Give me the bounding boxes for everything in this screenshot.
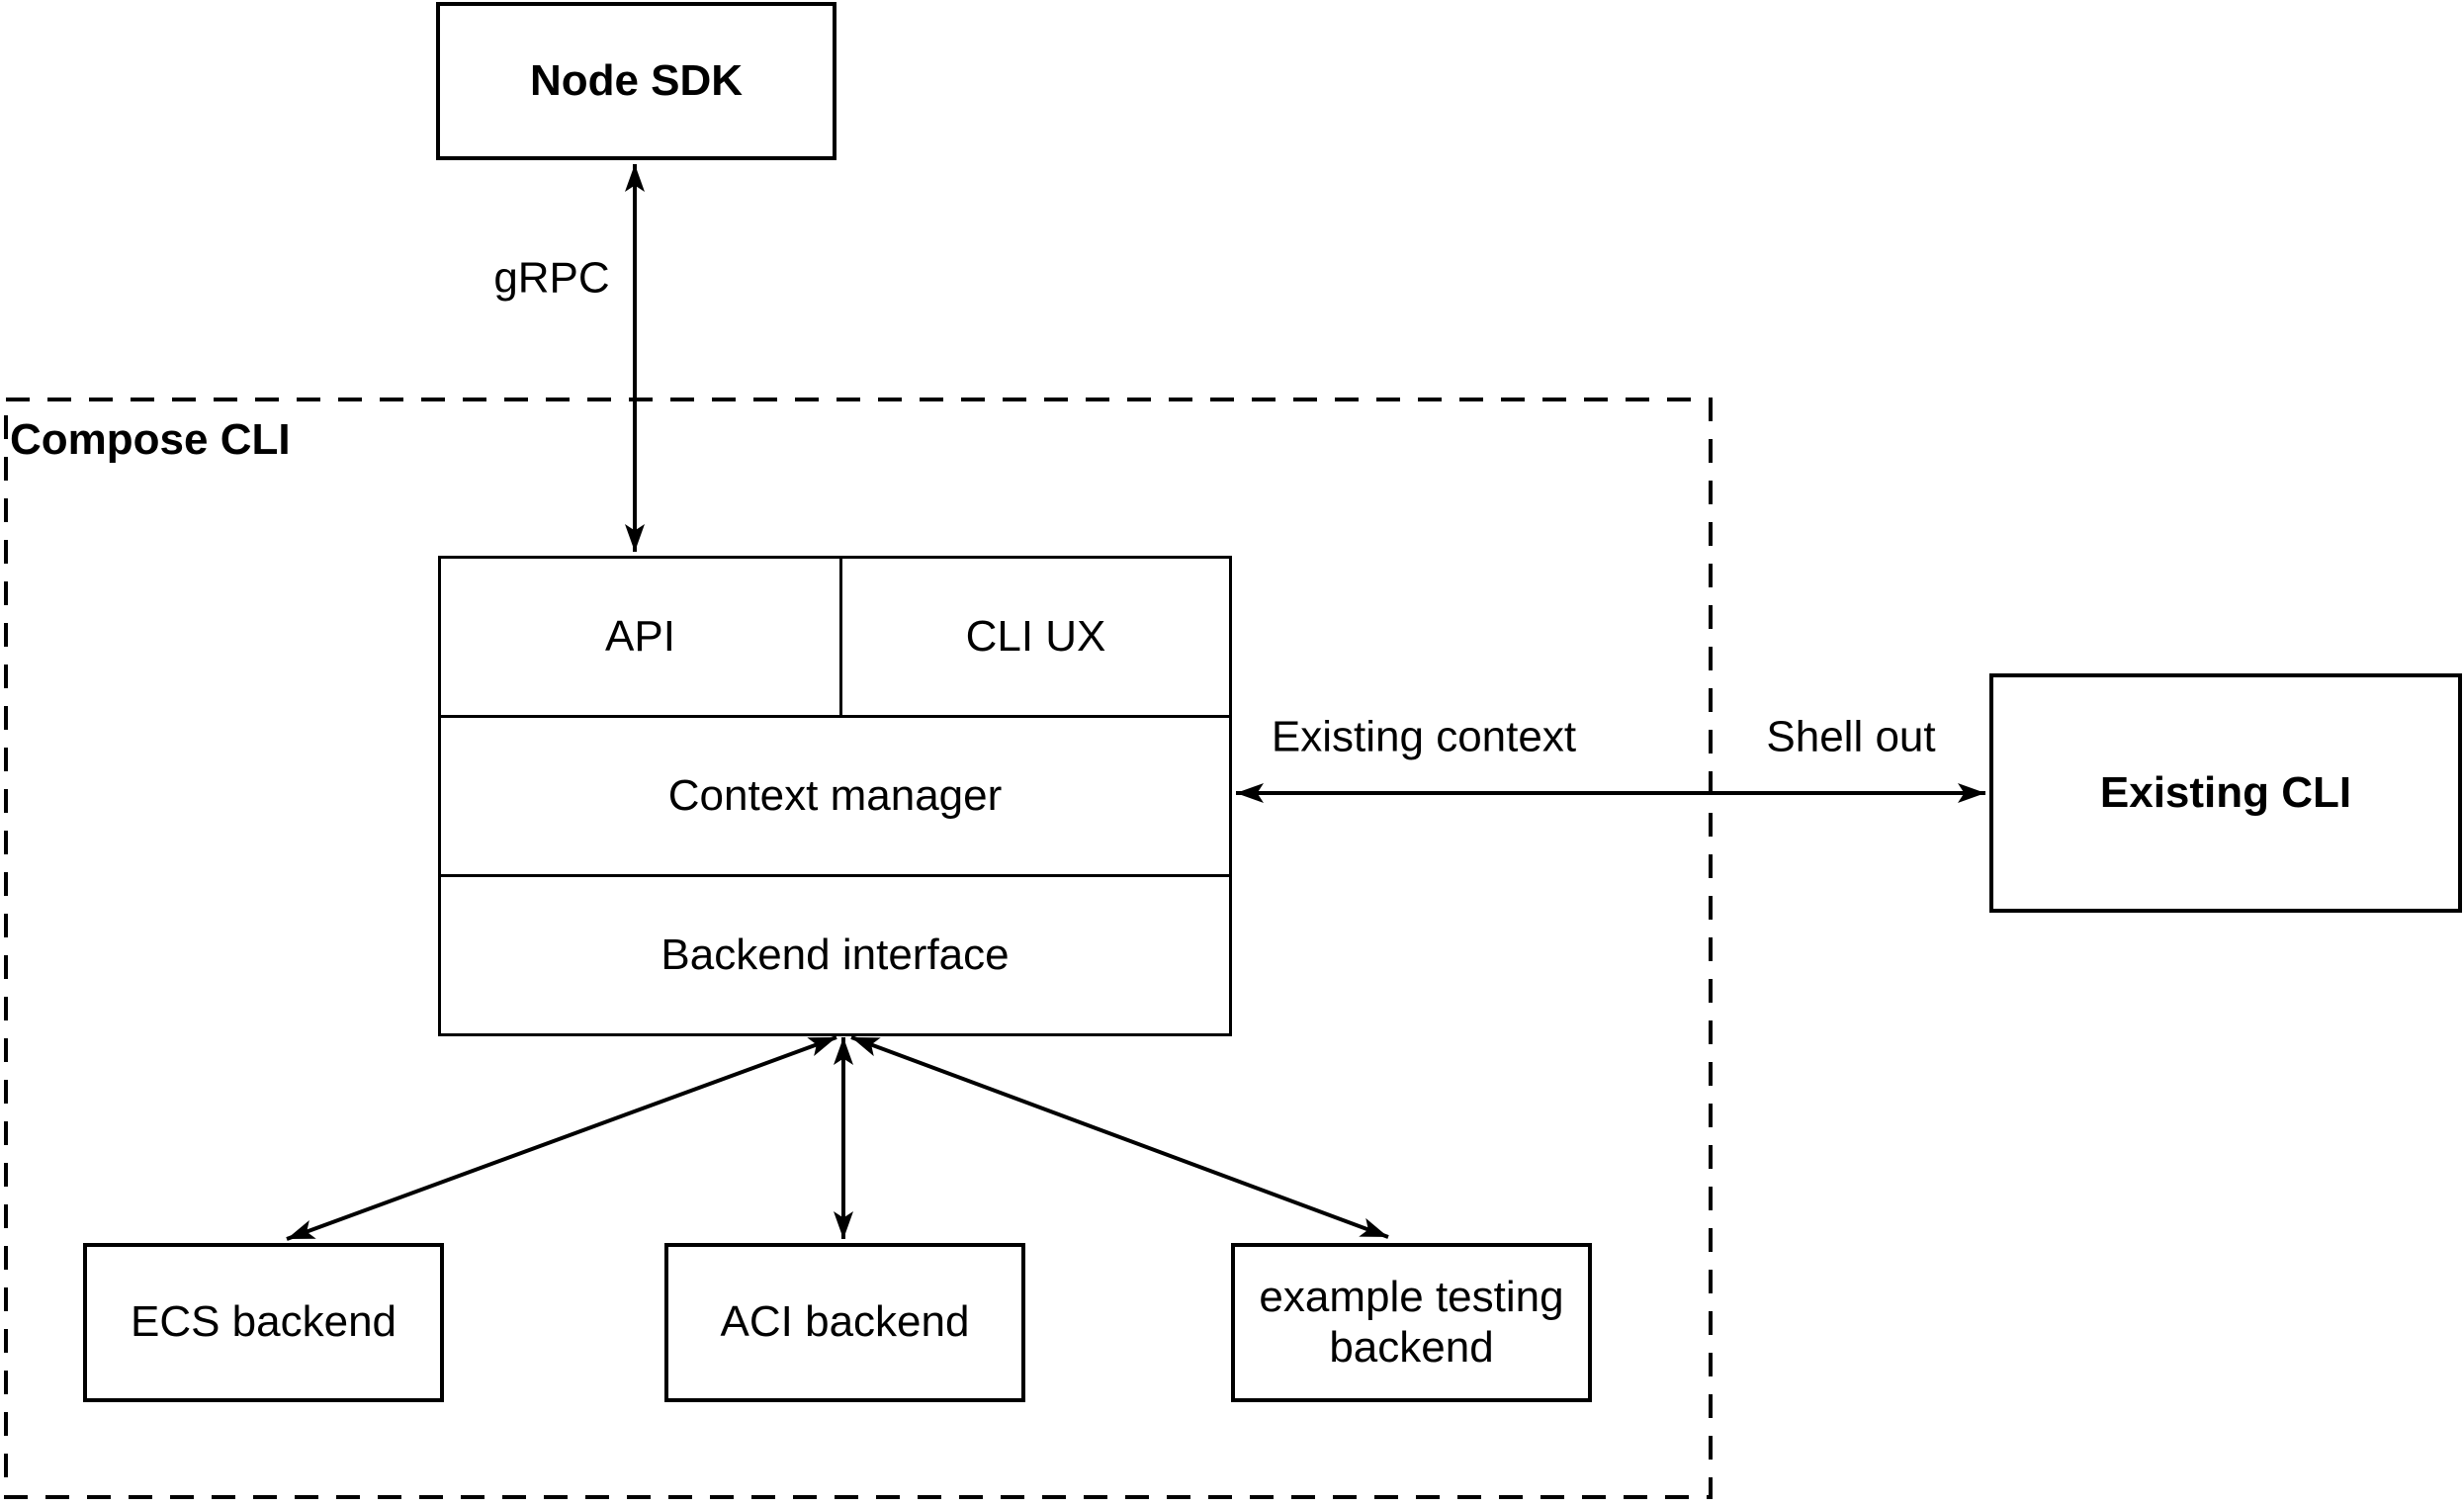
backend-interface-label: Backend interface bbox=[660, 930, 1010, 979]
cli-ux-cell: CLI UX bbox=[842, 559, 1229, 715]
context-manager-cell: Context manager bbox=[441, 718, 1229, 877]
grpc-edge-label: gRPC bbox=[493, 253, 610, 303]
backend-interface-cell: Backend interface bbox=[441, 877, 1229, 1033]
example-testing-backend-box: example testing backend bbox=[1231, 1243, 1592, 1402]
example-testing-backend-arrow bbox=[850, 1035, 1389, 1239]
node-sdk-box: Node SDK bbox=[436, 2, 836, 160]
existing-context-edge-label: Existing context bbox=[1271, 712, 1577, 761]
cli-ux-label: CLI UX bbox=[965, 611, 1106, 661]
node-sdk-label: Node SDK bbox=[529, 55, 744, 105]
compose-cli-container-label: Compose CLI bbox=[10, 415, 291, 464]
ecs-backend-box: ECS backend bbox=[83, 1243, 444, 1402]
aci-backend-label: ACI backend bbox=[720, 1297, 970, 1347]
api-cell: API bbox=[441, 559, 842, 715]
context-manager-label: Context manager bbox=[667, 770, 1003, 820]
ecs-backend-arrow bbox=[286, 1035, 837, 1241]
existing-cli-label: Existing CLI bbox=[2099, 767, 2352, 817]
example-testing-backend-label: example testing backend bbox=[1259, 1272, 1564, 1372]
compose-cli-container-border bbox=[4, 398, 1713, 1499]
ecs-backend-label: ECS backend bbox=[130, 1297, 397, 1347]
api-label: API bbox=[605, 611, 675, 661]
compose-core-box: API CLI UX Context manager Backend inter… bbox=[438, 556, 1232, 1036]
api-cliux-row: API CLI UX bbox=[441, 559, 1229, 718]
aci-backend-box: ACI backend bbox=[664, 1243, 1025, 1402]
existing-cli-box: Existing CLI bbox=[1989, 673, 2462, 913]
shell-out-edge-label: Shell out bbox=[1766, 712, 1936, 761]
